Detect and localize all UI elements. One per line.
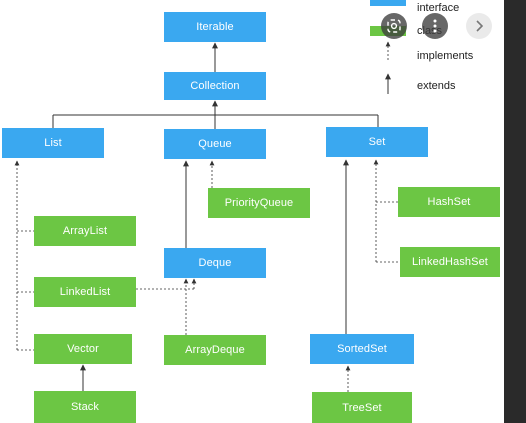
lens-glyph-icon [387, 19, 401, 33]
node-queue: Queue [164, 129, 266, 159]
node-sortedset: SortedSet [310, 334, 414, 364]
node-linkedlist: LinkedList [34, 277, 136, 307]
legend-interface-label: interface [417, 2, 460, 14]
node-arraylist: ArrayList [34, 216, 136, 246]
lens-icon[interactable] [381, 13, 407, 39]
node-iterable: Iterable [164, 12, 266, 42]
right-scroll-strip [504, 0, 526, 423]
legend-extends-label: extends [417, 80, 456, 92]
legend-implements-label: implements [417, 50, 474, 62]
node-vector: Vector [34, 334, 132, 364]
node-set: Set [326, 127, 428, 157]
chevron-glyph-icon [476, 20, 483, 32]
dots-glyph-icon [433, 19, 437, 33]
connector-lines [14, 41, 400, 392]
node-hashset: HashSet [398, 187, 500, 217]
implements-lines [14, 41, 400, 392]
more-vertical-icon[interactable] [422, 13, 448, 39]
node-treeset: TreeSet [312, 392, 412, 423]
diagram-canvas: Iterable Collection List Queue Set Deque… [0, 0, 504, 423]
legend-interface-swatch [370, 0, 406, 6]
node-linkedhashset: LinkedHashSet [400, 247, 500, 277]
node-list: List [2, 128, 104, 158]
node-priorityqueue: PriorityQueue [208, 188, 310, 218]
node-arraydeque: ArrayDeque [164, 335, 266, 365]
node-stack: Stack [34, 391, 136, 423]
chevron-right-icon[interactable] [466, 13, 492, 39]
node-deque: Deque [164, 248, 266, 278]
node-collection: Collection [164, 72, 266, 100]
extends-lines [52, 42, 391, 391]
